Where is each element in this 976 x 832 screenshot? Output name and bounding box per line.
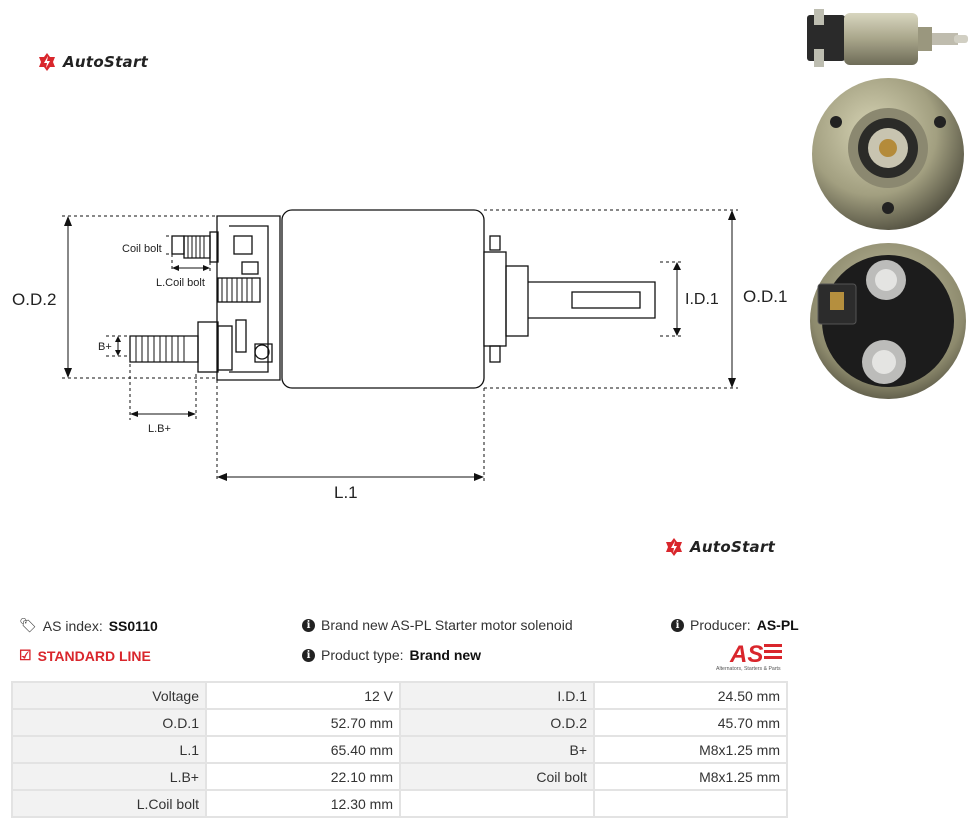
- brand-logo-top: AutoStart: [37, 52, 148, 72]
- spec-value: 24.50 mm: [593, 681, 788, 710]
- as-index-value: SS0110: [108, 617, 158, 634]
- label-l1: L.1: [334, 483, 358, 502]
- label-coil-bolt: Coil bolt: [122, 243, 162, 255]
- spec-key: L.B+: [11, 762, 207, 791]
- table-row: L.B+ 22.10 mm Coil bolt M8x1.25 mm: [11, 762, 788, 791]
- info-icon: i: [302, 618, 315, 632]
- as-logo-tagline: Alternators, Starters & Parts: [716, 666, 781, 672]
- as-index-label: AS index:: [42, 617, 103, 634]
- table-row: O.D.1 52.70 mm O.D.2 45.70 mm: [11, 708, 788, 737]
- spec-value: 12.30 mm: [205, 789, 401, 818]
- label-l-b-plus: L.B+: [148, 423, 171, 435]
- product-description: i Brand new AS-PL Starter motor solenoid: [302, 617, 573, 633]
- solenoid-technical-drawing: O.D.2 O.D.1 I.D.1 L.1 Coil bolt L.Coil b…: [12, 209, 787, 502]
- standard-line-text: STANDARD LINE: [37, 647, 151, 664]
- producer: i Producer: AS-PL: [671, 617, 799, 633]
- brand-wordmark: AutoStart: [63, 53, 149, 71]
- product-type-value: Brand new: [409, 647, 482, 663]
- spec-key-empty: [399, 789, 595, 818]
- producer-label: Producer:: [690, 617, 751, 633]
- label-od2: O.D.2: [12, 290, 56, 309]
- autostart-mark-icon: [39, 53, 55, 71]
- checkbox-icon: ☑: [19, 647, 32, 663]
- spec-value-empty: [593, 789, 788, 818]
- description-text: Brand new AS-PL Starter motor solenoid: [321, 617, 573, 633]
- spec-key: I.D.1: [399, 681, 595, 710]
- label-l-coil-bolt: L.Coil bolt: [156, 277, 205, 289]
- info-icon: i: [302, 648, 315, 662]
- autostart-mark-icon: [666, 538, 682, 556]
- info-icon: i: [671, 618, 684, 632]
- solenoid-side-photo: [807, 9, 968, 67]
- solenoid-front-photo: [812, 78, 964, 230]
- specs-table: Voltage 12 V I.D.1 24.50 mm O.D.1 52.70 …: [11, 681, 788, 818]
- label-b-plus: B+: [98, 341, 112, 353]
- producer-value: AS-PL: [756, 617, 799, 633]
- label-od1: O.D.1: [743, 287, 787, 306]
- spec-key: L.Coil bolt: [11, 789, 207, 818]
- spec-value: M8x1.25 mm: [593, 735, 788, 764]
- table-row: Voltage 12 V I.D.1 24.50 mm: [11, 681, 788, 710]
- as-logo-text: AS: [729, 641, 763, 668]
- spec-key: O.D.1: [11, 708, 207, 737]
- spec-value: 65.40 mm: [205, 735, 401, 764]
- table-row: L.1 65.40 mm B+ M8x1.25 mm: [11, 735, 788, 764]
- spec-value: 52.70 mm: [205, 708, 401, 737]
- spec-value: M8x1.25 mm: [593, 762, 788, 791]
- product-type-label: Product type:: [321, 647, 404, 663]
- tags-icon: 🏷: [19, 617, 37, 633]
- spec-key: Coil bolt: [399, 762, 595, 791]
- solenoid-rear-photo: [810, 243, 966, 399]
- as-index: 🏷 AS index: SS0110: [19, 617, 158, 634]
- brand-wordmark: AutoStart: [690, 538, 776, 556]
- spec-value: 12 V: [205, 681, 401, 710]
- as-pl-logo: AS Alternators, Starters & Parts: [716, 641, 782, 672]
- label-id1: I.D.1: [685, 291, 719, 308]
- spec-key: Voltage: [11, 681, 207, 710]
- spec-key: L.1: [11, 735, 207, 764]
- spec-key: O.D.2: [399, 708, 595, 737]
- spec-key: B+: [399, 735, 595, 764]
- product-type: i Product type: Brand new: [302, 647, 481, 663]
- standard-line-badge: ☑ STANDARD LINE: [19, 647, 151, 664]
- spec-value: 45.70 mm: [593, 708, 788, 737]
- brand-logo-bottom: AutoStart: [664, 537, 775, 557]
- spec-value: 22.10 mm: [205, 762, 401, 791]
- table-row: L.Coil bolt 12.30 mm: [11, 789, 788, 818]
